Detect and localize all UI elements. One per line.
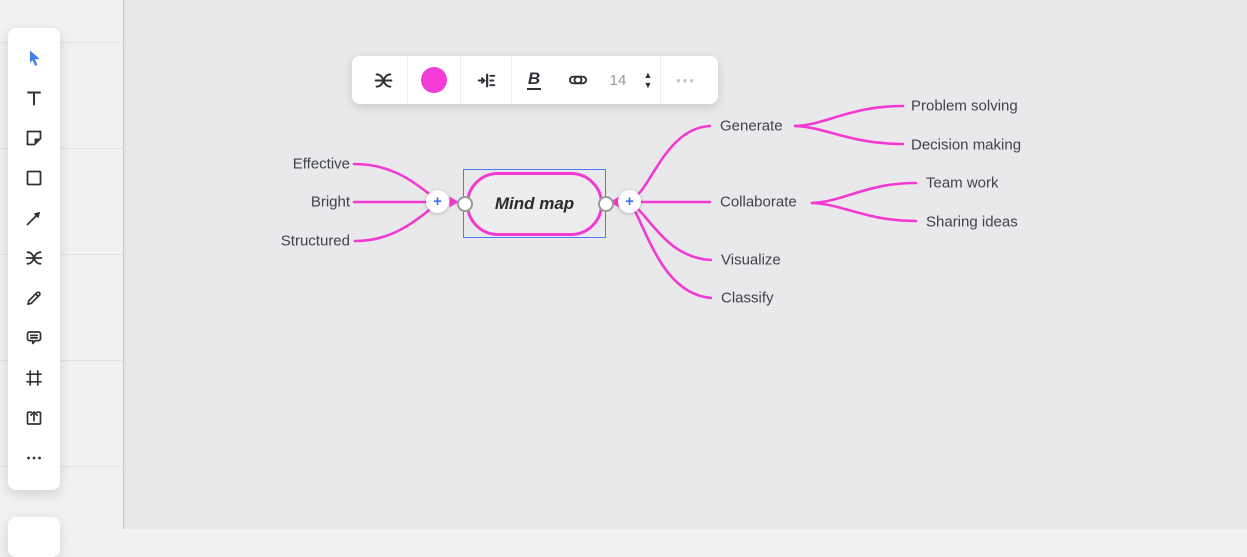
stepper-down-icon: ▼ xyxy=(643,79,653,90)
font-size-stepper[interactable]: ▲ ▼ xyxy=(636,56,660,104)
text-icon xyxy=(27,91,41,106)
sticky-note-tool-button[interactable] xyxy=(14,118,54,158)
more-tools-button[interactable] xyxy=(14,438,54,478)
toolbar-separator xyxy=(511,56,512,104)
left-toolbar xyxy=(8,28,60,490)
mindmap-root-node[interactable]: Mind map xyxy=(466,172,603,236)
frame-tool-button[interactable] xyxy=(14,358,54,398)
mind-map-icon xyxy=(25,251,43,265)
pen-tool-button[interactable] xyxy=(14,278,54,318)
pen-icon xyxy=(27,291,41,306)
upload-tool-button[interactable] xyxy=(14,398,54,438)
text-tool-button[interactable] xyxy=(14,78,54,118)
add-branch-right-button[interactable]: + xyxy=(618,190,641,213)
mindmap-type-button[interactable] xyxy=(359,56,407,104)
branch-color-button[interactable] xyxy=(408,56,460,104)
toolbar-separator xyxy=(660,56,661,104)
sticky-note-icon xyxy=(26,130,42,146)
shape-tool-button[interactable] xyxy=(14,158,54,198)
plus-icon: + xyxy=(433,192,442,210)
layout-indent-button[interactable] xyxy=(461,56,511,104)
connector-handle-left[interactable] xyxy=(457,196,473,212)
add-branch-left-button[interactable]: + xyxy=(426,190,449,213)
mindmap-node-team-work[interactable]: Team work xyxy=(926,174,999,192)
mindmap-node-problem-solving[interactable]: Problem solving xyxy=(911,97,1018,115)
bold-icon: B xyxy=(526,69,542,90)
font-size-field[interactable]: 14 xyxy=(600,56,636,104)
floating-toolbar: B 14 ▲ ▼ ••• xyxy=(352,56,718,104)
mindmap-node-generate[interactable]: Generate xyxy=(720,117,783,135)
comment-icon xyxy=(26,331,42,345)
indent-layout-icon xyxy=(477,73,495,87)
mindmap-node-decision-making[interactable]: Decision making xyxy=(911,136,1022,154)
bold-button[interactable]: B xyxy=(512,56,556,104)
ellipsis-icon: ••• xyxy=(676,72,696,88)
upload-icon xyxy=(26,411,42,425)
square-icon xyxy=(26,170,42,186)
toolbar-separator xyxy=(407,56,408,104)
toolbar-separator xyxy=(460,56,461,104)
plus-icon: + xyxy=(625,192,634,210)
mindmap-node-classify[interactable]: Classify xyxy=(721,289,774,307)
mindmap-node-sharing-ideas[interactable]: Sharing ideas xyxy=(926,213,1018,231)
arrow-icon xyxy=(26,211,41,226)
select-tool-button[interactable] xyxy=(14,38,54,78)
more-options-button[interactable]: ••• xyxy=(661,56,711,104)
link-icon xyxy=(568,75,588,85)
root-node-label: Mind map xyxy=(494,194,575,213)
font-size-value: 14 xyxy=(609,71,627,89)
mindmap-node-structured[interactable]: Structured xyxy=(280,232,350,250)
mindmap-node-collaborate[interactable]: Collaborate xyxy=(720,193,797,211)
link-button[interactable] xyxy=(556,56,600,104)
mindmap-node-effective[interactable]: Effective xyxy=(292,155,350,173)
mind-map-icon xyxy=(374,72,392,88)
stepper-up-icon: ▲ xyxy=(643,69,653,80)
cursor-icon xyxy=(30,50,40,66)
ellipsis-icon xyxy=(27,456,41,460)
mindmap-tool-button[interactable] xyxy=(14,238,54,278)
comment-tool-button[interactable] xyxy=(14,318,54,358)
color-swatch-icon xyxy=(421,67,447,93)
frame-icon xyxy=(26,370,42,386)
mindmap-node-visualize[interactable]: Visualize xyxy=(721,251,781,269)
canvas-divider xyxy=(123,0,124,529)
arrow-tool-button[interactable] xyxy=(14,198,54,238)
bottom-left-panel xyxy=(8,517,60,557)
connector-handle-right[interactable] xyxy=(598,196,614,212)
mindmap-node-bright[interactable]: Bright xyxy=(310,193,350,211)
